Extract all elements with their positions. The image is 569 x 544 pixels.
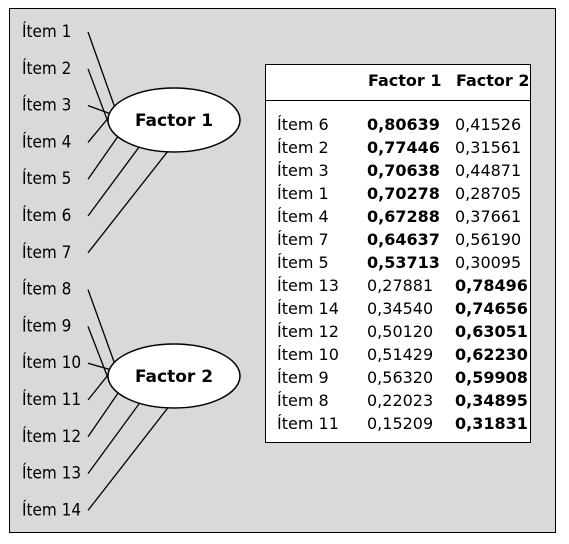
row-factor-1-loading: 0,70638 bbox=[367, 161, 440, 180]
row-item-label: Ítem 11 bbox=[277, 414, 339, 433]
item-label: Ítem 9 bbox=[22, 314, 71, 336]
factor-nodes: Factor 1 Factor 2 bbox=[107, 87, 241, 409]
item-labels: Ítem 1 Ítem 2 Ítem 3 Ítem 4 Ítem 5 Ítem 6 Ítem… bbox=[22, 20, 81, 520]
row-factor-2-loading: 0,28705 bbox=[455, 184, 522, 203]
table-row: Ítem 11 0,15209 0,31831 bbox=[266, 414, 530, 437]
item-label: Ítem 3 bbox=[22, 94, 71, 116]
row-item-label: Ítem 9 bbox=[277, 368, 329, 387]
table-row: Ítem 12 0,50120 0,63051 bbox=[266, 322, 530, 345]
item-label: Ítem 4 bbox=[22, 130, 71, 152]
row-factor-1-loading: 0,27881 bbox=[367, 276, 434, 295]
item-label: Ítem 13 bbox=[22, 462, 81, 484]
row-item-label: Ítem 7 bbox=[277, 230, 329, 249]
row-factor-2-loading: 0,30095 bbox=[455, 253, 522, 272]
row-item-label: Ítem 14 bbox=[277, 299, 339, 318]
item-label: Ítem 7 bbox=[22, 241, 71, 263]
factor-label-2: Factor 2 bbox=[135, 367, 213, 387]
table-row: Ítem 10 0,51429 0,62230 bbox=[266, 345, 530, 368]
row-item-label: Ítem 1 bbox=[277, 184, 329, 203]
row-factor-1-loading: 0,67288 bbox=[367, 207, 440, 226]
row-factor-1-loading: 0,77446 bbox=[367, 138, 440, 157]
header-factor-2: Factor 2 bbox=[456, 71, 530, 90]
row-factor-2-loading: 0,78496 bbox=[455, 276, 528, 295]
row-factor-1-loading: 0,51429 bbox=[367, 345, 434, 364]
table-row: Ítem 2 0,77446 0,31561 bbox=[266, 138, 530, 161]
row-item-label: Ítem 10 bbox=[277, 345, 339, 364]
row-item-label: Ítem 3 bbox=[277, 161, 329, 180]
item-label: Ítem 12 bbox=[22, 425, 81, 447]
row-factor-1-loading: 0,56320 bbox=[367, 368, 434, 387]
table-row: Ítem 14 0,34540 0,74656 bbox=[266, 299, 530, 322]
table-row: Ítem 13 0,27881 0,78496 bbox=[266, 276, 530, 299]
item-label: Ítem 8 bbox=[22, 278, 71, 300]
table-row: Ítem 7 0,64637 0,56190 bbox=[266, 230, 530, 253]
table-header: Factor 1 Factor 2 bbox=[266, 65, 530, 101]
row-factor-2-loading: 0,56190 bbox=[455, 230, 522, 249]
item-label: Ítem 10 bbox=[22, 351, 81, 373]
item-label: Ítem 2 bbox=[22, 57, 71, 79]
row-factor-1-loading: 0,53713 bbox=[367, 253, 440, 272]
item-label: Ítem 5 bbox=[22, 167, 71, 189]
factor-label-1: Factor 1 bbox=[135, 111, 213, 131]
row-factor-1-loading: 0,15209 bbox=[367, 414, 434, 433]
table-row: Ítem 3 0,70638 0,44871 bbox=[266, 161, 530, 184]
row-factor-1-loading: 0,22023 bbox=[367, 391, 434, 410]
item-label: Ítem 14 bbox=[22, 498, 81, 520]
table-row: Ítem 1 0,70278 0,28705 bbox=[266, 184, 530, 207]
row-factor-1-loading: 0,64637 bbox=[367, 230, 440, 249]
row-item-label: Ítem 2 bbox=[277, 138, 329, 157]
row-factor-2-loading: 0,41526 bbox=[455, 115, 522, 134]
connector-line bbox=[87, 104, 110, 114]
row-item-label: Ítem 12 bbox=[277, 322, 339, 341]
row-factor-2-loading: 0,59908 bbox=[455, 368, 528, 387]
row-item-label: Ítem 5 bbox=[277, 253, 329, 272]
row-factor-1-loading: 0,80639 bbox=[367, 115, 440, 134]
row-factor-2-loading: 0,44871 bbox=[455, 161, 522, 180]
factor-node-1 bbox=[107, 87, 241, 153]
row-factor-2-loading: 0,63051 bbox=[455, 322, 528, 341]
table-row: Ítem 9 0,56320 0,59908 bbox=[266, 368, 530, 391]
table-row: Ítem 6 0,80639 0,41526 bbox=[266, 115, 530, 138]
row-item-label: Ítem 6 bbox=[277, 115, 329, 134]
row-factor-1-loading: 0,70278 bbox=[367, 184, 440, 203]
header-factor-1: Factor 1 bbox=[368, 71, 442, 90]
row-factor-2-loading: 0,34895 bbox=[455, 391, 528, 410]
item-label: Ítem 1 bbox=[22, 20, 71, 42]
row-factor-2-loading: 0,31831 bbox=[455, 414, 528, 433]
item-label: Ítem 6 bbox=[22, 204, 71, 226]
table-row: Ítem 4 0,67288 0,37661 bbox=[266, 207, 530, 230]
row-factor-2-loading: 0,31561 bbox=[455, 138, 522, 157]
item-label: Ítem 11 bbox=[22, 388, 81, 410]
row-factor-2-loading: 0,74656 bbox=[455, 299, 528, 318]
table-row: Ítem 8 0,22023 0,34895 bbox=[266, 391, 530, 414]
row-item-label: Ítem 8 bbox=[277, 391, 329, 410]
table-row: Ítem 5 0,53713 0,30095 bbox=[266, 253, 530, 276]
row-factor-2-loading: 0,62230 bbox=[455, 345, 528, 364]
row-factor-1-loading: 0,34540 bbox=[367, 299, 434, 318]
row-factor-2-loading: 0,37661 bbox=[455, 207, 522, 226]
row-item-label: Ítem 4 bbox=[277, 207, 329, 226]
row-factor-1-loading: 0,50120 bbox=[367, 322, 434, 341]
factor-node-2 bbox=[107, 343, 241, 409]
row-item-label: Ítem 13 bbox=[277, 276, 339, 295]
connector-line bbox=[87, 362, 110, 370]
